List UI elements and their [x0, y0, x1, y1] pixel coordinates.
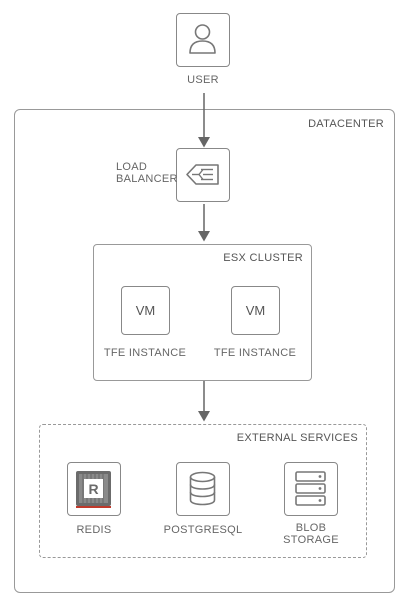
user-label: USER [187, 74, 219, 86]
postgresql-node [176, 462, 230, 516]
load-balancer-label-line2: BALANCER [116, 173, 178, 185]
vm-1-text: VM [135, 303, 156, 318]
blob-storage-label-line1: BLOB [295, 522, 327, 534]
vm-1-label: TFE INSTANCE [103, 347, 187, 359]
redis-icon: R [76, 471, 111, 508]
load-balancer-node [176, 148, 230, 202]
external-services-boundary: EXTERNAL SERVICES [39, 424, 367, 558]
redis-node: R [67, 462, 121, 516]
database-icon [189, 471, 216, 506]
redis-label: REDIS [76, 524, 112, 536]
svg-text:R: R [88, 481, 98, 497]
load-balancer-label: LOAD BALANCER [116, 161, 178, 185]
blob-storage-node [284, 462, 338, 516]
user-node [176, 13, 230, 67]
postgresql-label: POSTGRESQL [163, 524, 243, 536]
blob-storage-label: BLOB STORAGE [261, 522, 361, 546]
load-balancer-icon [186, 164, 219, 185]
vm-2-label: TFE INSTANCE [213, 347, 297, 359]
vm-node-1: VM [121, 286, 170, 335]
vm-2-text: VM [245, 303, 266, 318]
load-balancer-label-line1: LOAD [116, 161, 148, 173]
blob-storage-label-line2: STORAGE [283, 534, 339, 546]
vm-node-2: VM [231, 286, 280, 335]
esx-cluster-boundary: ESX CLUSTER [93, 244, 312, 381]
user-icon [189, 24, 216, 54]
esx-cluster-label: ESX CLUSTER [223, 252, 303, 264]
datacenter-label: DATACENTER [308, 118, 384, 130]
external-services-label: EXTERNAL SERVICES [236, 432, 358, 444]
storage-icon [295, 471, 326, 506]
